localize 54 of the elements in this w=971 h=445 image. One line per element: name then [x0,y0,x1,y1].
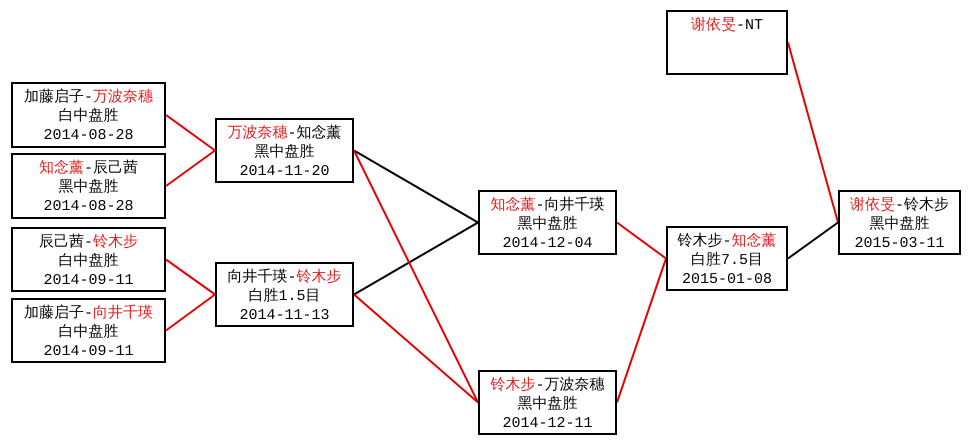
match-players: 知念薰-向井千瑛 [490,196,604,215]
match-players: 向井千瑛-铃木步 [227,268,342,287]
match-date: 2014-11-20 [239,162,330,181]
match-players: 加藤启子-万波奈穗 [24,88,153,107]
match-players: 谢依旻-铃木步 [850,196,949,215]
match-box [666,10,788,75]
match-players: 万波奈穗-知念薰 [227,124,342,143]
match-result: 黑中盘胜 [58,178,118,197]
match-date: 2015-01-08 [682,270,772,289]
match-box [666,226,788,291]
match-result: 黑中盘胜 [518,215,578,234]
match-box [11,82,166,148]
match-result: 白中盘胜 [58,107,118,126]
match-result: 黑中盘胜 [870,215,930,234]
match-date: 2014-11-13 [239,306,330,325]
match-result: 白胜1.5目 [248,287,320,306]
match-result: 黑中盘胜 [518,395,578,414]
match-box [838,190,961,255]
connector-line [353,294,479,404]
match-date: 2014-09-11 [43,271,134,290]
connector-line [165,114,216,152]
match-result: 白中盘胜 [58,252,118,271]
connector-line [165,258,216,296]
match-box [215,262,354,327]
connector-line [353,150,479,403]
match-players: 知念薰-辰己茜 [38,159,138,178]
match-date: 2014-12-11 [502,414,592,433]
connector-line [165,150,216,187]
match-date: 2014-08-28 [43,197,134,216]
match-date: 2014-09-11 [43,342,134,361]
match-result: 白中盘胜 [58,323,118,342]
connector-line [354,150,478,224]
connector-line [354,222,478,296]
match-date: 2015-03-11 [854,234,944,253]
match-date: 2014-08-28 [43,126,134,145]
match-date: 2014-12-04 [502,234,592,253]
connector-line [165,294,216,332]
connector-line [616,258,667,403]
match-box [11,153,166,219]
match-result: 白胜7.5目 [690,251,763,270]
match-box [478,370,617,435]
match-players: 铃木步-知念薰 [677,232,776,251]
match-box [11,227,166,292]
match-box [215,118,354,183]
connector-line [787,42,839,223]
match-box [478,190,617,255]
match-result: 黑中盘胜 [254,143,314,162]
connector-line [787,222,839,260]
match-players: 铃木步-万波奈穗 [490,376,604,395]
match-box [11,298,166,363]
match-players: 加藤启子-向井千瑛 [24,304,153,323]
match-players: 谢依旻-NT [690,16,763,35]
match-players: 辰己茜-铃木步 [38,233,138,252]
connector-line [616,222,667,260]
